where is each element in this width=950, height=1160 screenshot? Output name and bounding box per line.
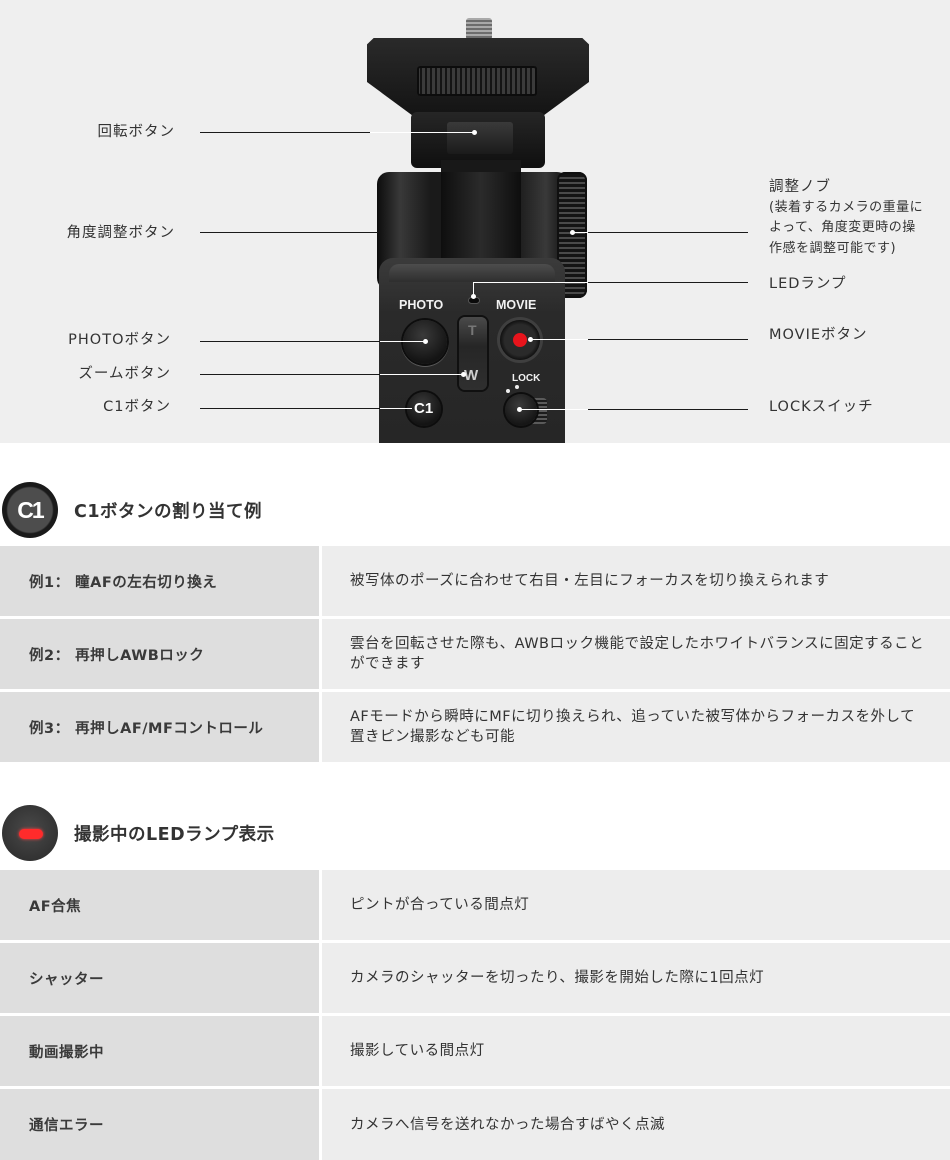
- lock-indicator-dot: [515, 385, 519, 389]
- callout-dot: [423, 339, 428, 344]
- leader-line: [200, 132, 370, 133]
- table-row: 通信エラー カメラへ信号を送れなかった場合すばやく点滅: [0, 1089, 950, 1160]
- shooting-grip-device: PHOTO MOVIE T W C1 LOCK: [367, 0, 589, 443]
- callout-c1-button: C1ボタン: [103, 399, 171, 415]
- leader-line: [473, 282, 474, 295]
- mount-locking-wheel: [417, 66, 537, 96]
- table-key-cell: 例2： 再押しAWBロック: [0, 619, 319, 689]
- callout-dot: [461, 372, 466, 377]
- table-value-cell: 撮影している間点灯: [322, 1016, 950, 1086]
- table-value-cell: 被写体のポーズに合わせて右目・左目にフォーカスを切り換えられます: [322, 546, 950, 616]
- table-key-cell: 通信エラー: [0, 1089, 319, 1160]
- c1-icon-text: C1: [17, 497, 44, 523]
- callout-zoom-button: ズームボタン: [78, 366, 171, 382]
- callout-dot: [570, 230, 575, 235]
- section-led-header: 撮影中のLEDランプ表示: [0, 801, 950, 865]
- callout-angle-button: 角度調整ボタン: [66, 225, 175, 241]
- leader-line: [200, 374, 380, 375]
- led-lamp: [469, 298, 479, 303]
- table-value-cell: 雲台を回転させた際も、AWBロック機能で設定したホワイトバランスに固定することが…: [322, 619, 950, 689]
- table-value-cell: カメラへ信号を送れなかった場合すばやく点滅: [322, 1089, 950, 1160]
- photo-printed-label: PHOTO: [399, 298, 444, 312]
- callout-led-lamp: LEDランプ: [769, 276, 847, 292]
- table-value-cell: カメラのシャッターを切ったり、撮影を開始した際に1回点灯: [322, 943, 950, 1013]
- callout-adjust-knob: 調整ノブ (装着するカメラの重量によって、角度変更時の操作感を調整可能です): [769, 177, 929, 259]
- leader-line: [200, 232, 378, 233]
- leader-line: [572, 232, 588, 233]
- leader-line: [530, 339, 588, 340]
- angle-adjust-button: [389, 264, 555, 282]
- c1-button-icon: C1: [2, 482, 58, 538]
- lock-indicator-dot: [506, 389, 510, 393]
- movie-printed-label: MOVIE: [496, 298, 537, 312]
- leader-line: [380, 408, 412, 409]
- leader-line: [588, 282, 748, 283]
- leader-line: [588, 339, 748, 340]
- leader-line: [370, 132, 475, 133]
- table-key-cell: シャッター: [0, 943, 319, 1013]
- table-row: 例2： 再押しAWBロック 雲台を回転させた際も、AWBロック機能で設定したホワ…: [0, 619, 950, 689]
- section-c1-title: C1ボタンの割り当て例: [74, 502, 263, 522]
- table-key-cell: 動画撮影中: [0, 1016, 319, 1086]
- leader-line: [380, 341, 425, 342]
- table-value-cell: ピントが合っている間点灯: [322, 870, 950, 940]
- callout-dot: [528, 337, 533, 342]
- callout-adjust-knob-note: (装着するカメラの重量によって、角度変更時の操作感を調整可能です): [769, 199, 924, 256]
- zoom-rocker: [459, 317, 487, 390]
- zoom-tele-label: T: [468, 322, 477, 338]
- rotate-button: [447, 122, 513, 154]
- c1-printed-label: C1: [414, 400, 434, 417]
- leader-line: [200, 341, 380, 342]
- leader-line: [200, 408, 380, 409]
- callout-rotate-button: 回転ボタン: [97, 124, 175, 140]
- led-red-indicator: [19, 829, 43, 839]
- leader-line: [380, 374, 464, 375]
- table-row: 例3： 再押しAF/MFコントロール AFモードから瞬時にMFに切り換えられ、追…: [0, 692, 950, 762]
- leader-line: [473, 282, 588, 283]
- table-row: AF合焦 ピントが合っている間点灯: [0, 870, 950, 940]
- table-value-cell: AFモードから瞬時にMFに切り換えられ、追っていた被写体からフォーカスを外して置…: [322, 692, 950, 762]
- callout-movie-button: MOVIEボタン: [769, 327, 868, 343]
- lock-printed-label: LOCK: [512, 373, 541, 384]
- record-dot-icon: [513, 333, 527, 347]
- section-c1-header: C1 C1ボタンの割り当て例: [0, 478, 950, 542]
- table-row: 例1： 瞳AFの左右切り換え 被写体のポーズに合わせて右目・左目にフォーカスを切…: [0, 546, 950, 616]
- leader-line: [588, 409, 748, 410]
- leader-line: [588, 232, 748, 233]
- table-key-cell: AF合焦: [0, 870, 319, 940]
- leader-line: [519, 409, 588, 410]
- table-key-cell: 例3： 再押しAF/MFコントロール: [0, 692, 319, 762]
- product-diagram: PHOTO MOVIE T W C1 LOCK 回転ボタン 角度調整ボタン PH…: [0, 0, 950, 443]
- callout-dot: [517, 407, 522, 412]
- section-led-title: 撮影中のLEDランプ表示: [74, 825, 275, 845]
- led-lamp-icon: [2, 805, 58, 861]
- table-row: 動画撮影中 撮影している間点灯: [0, 1016, 950, 1086]
- tripod-screw: [466, 18, 492, 40]
- callout-lock-switch: LOCKスイッチ: [769, 399, 874, 415]
- callout-photo-button: PHOTOボタン: [68, 332, 171, 348]
- zoom-wide-label: W: [464, 367, 479, 384]
- callout-dot: [471, 294, 476, 299]
- callout-adjust-knob-title: 調整ノブ: [769, 179, 831, 195]
- callout-dot: [472, 130, 477, 135]
- table-row: シャッター カメラのシャッターを切ったり、撮影を開始した際に1回点灯: [0, 943, 950, 1013]
- c1-button: [407, 392, 441, 426]
- table-key-cell: 例1： 瞳AFの左右切り換え: [0, 546, 319, 616]
